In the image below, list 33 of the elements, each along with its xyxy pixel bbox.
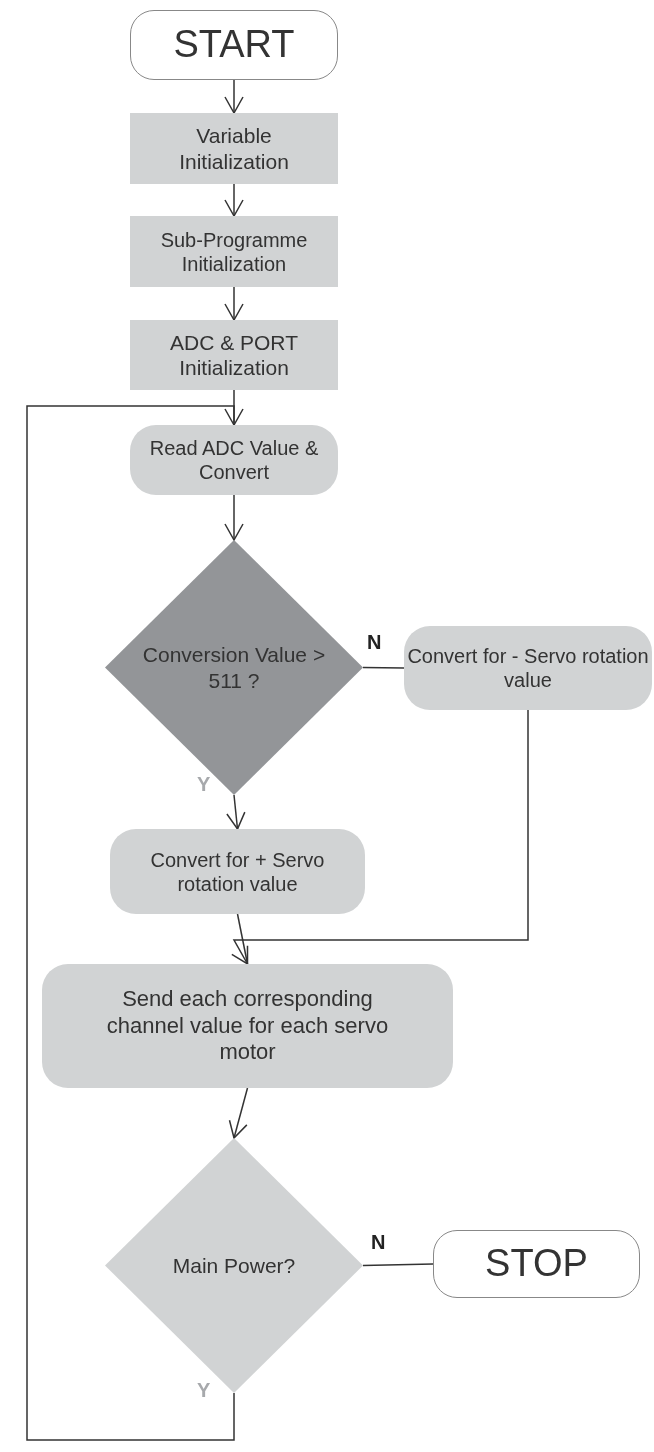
edge-label: N: [366, 632, 383, 652]
edge-label: N: [370, 1232, 387, 1252]
node-text: Convert for + Servo rotation value: [149, 847, 326, 896]
process-box: [42, 964, 453, 1088]
process-box: [404, 626, 652, 710]
node-text: Convert for - Servo rotation value: [406, 644, 650, 692]
process-box: [130, 425, 338, 495]
process-box: [130, 216, 338, 287]
node-text: Sub-Programme Initialization: [159, 227, 309, 276]
process-box: [130, 320, 338, 390]
connector-arrow: [224, 494, 244, 541]
node-text: Main Power?: [172, 1252, 296, 1279]
connector-arrow: [231, 709, 529, 965]
edge-label: Y: [196, 774, 212, 794]
process-box: [130, 113, 338, 184]
node-text: ADC & PORT Initialization: [169, 329, 299, 381]
decision-diamond: [105, 540, 363, 795]
node-text: START: [173, 22, 295, 68]
node-text: Read ADC Value & Convert: [148, 436, 320, 484]
node-text: Send each corresponding channel value for each servo motor: [105, 986, 390, 1066]
connector-arrow: [26, 405, 244, 1441]
edge-label: Y: [196, 1380, 212, 1400]
node-text: Conversion Value > 511 ?: [141, 642, 327, 693]
node-text: STOP: [485, 1241, 588, 1287]
connector-arrow: [228, 1087, 249, 1139]
connector-arrow: [224, 286, 244, 321]
process-box: [110, 829, 365, 914]
node-text: Variable Initialization: [178, 123, 290, 174]
connector-arrow: [226, 794, 246, 830]
terminal-box: [130, 10, 338, 80]
connector-arrow: [224, 183, 244, 217]
terminal-box: [433, 1230, 640, 1298]
connector-arrow: [224, 79, 244, 114]
